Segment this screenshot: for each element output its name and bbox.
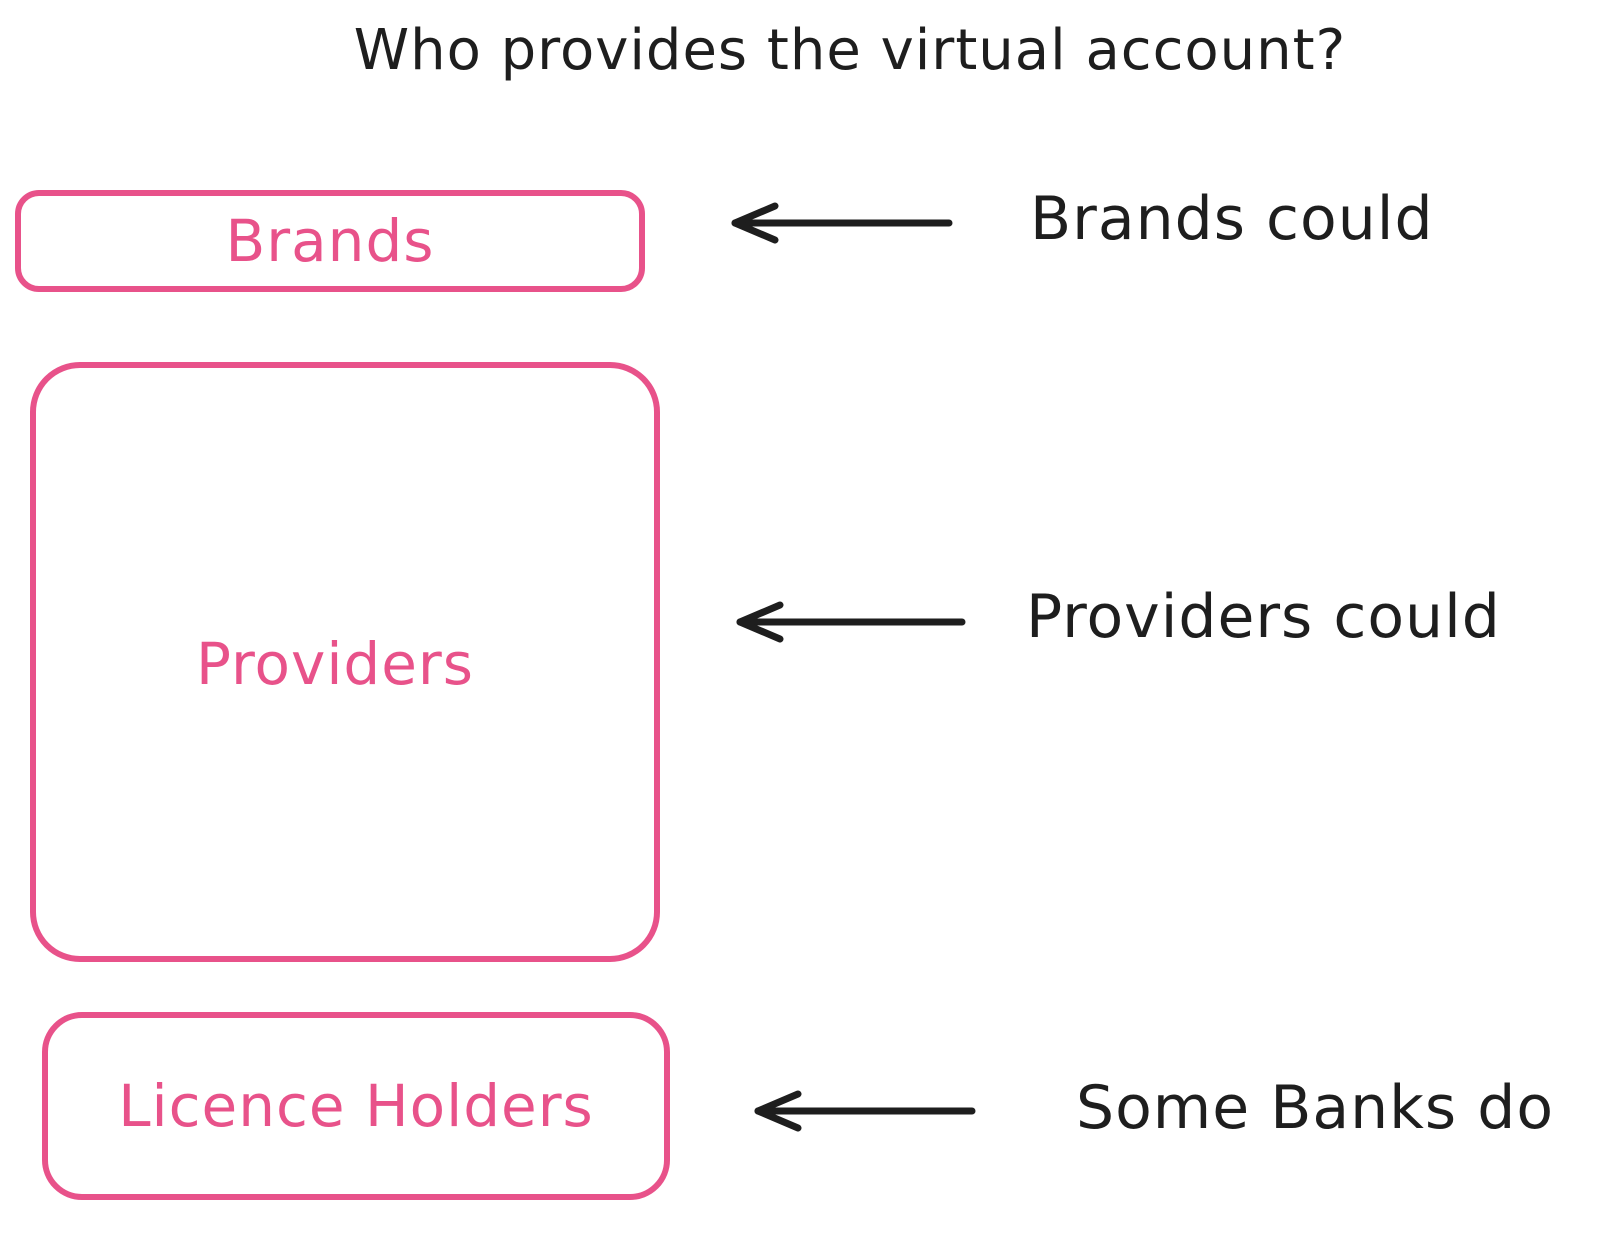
brands-note: Brands could [1030, 184, 1434, 254]
banks-note: Some Banks do [1076, 1073, 1555, 1143]
licence-holders-box: Licence Holders [42, 1012, 670, 1200]
licence-holders-label: Licence Holders [118, 1072, 594, 1140]
arrow-left-icon [754, 1090, 976, 1132]
providers-box: Providers [30, 362, 660, 962]
brands-label: Brands [225, 207, 435, 275]
diagram-title: Who provides the virtual account? [353, 18, 1347, 83]
arrow-left-icon [736, 601, 966, 643]
brands-box: Brands [15, 190, 645, 292]
providers-label: Providers [195, 630, 474, 698]
arrow-left-icon [731, 202, 953, 244]
providers-note: Providers could [1026, 582, 1501, 652]
